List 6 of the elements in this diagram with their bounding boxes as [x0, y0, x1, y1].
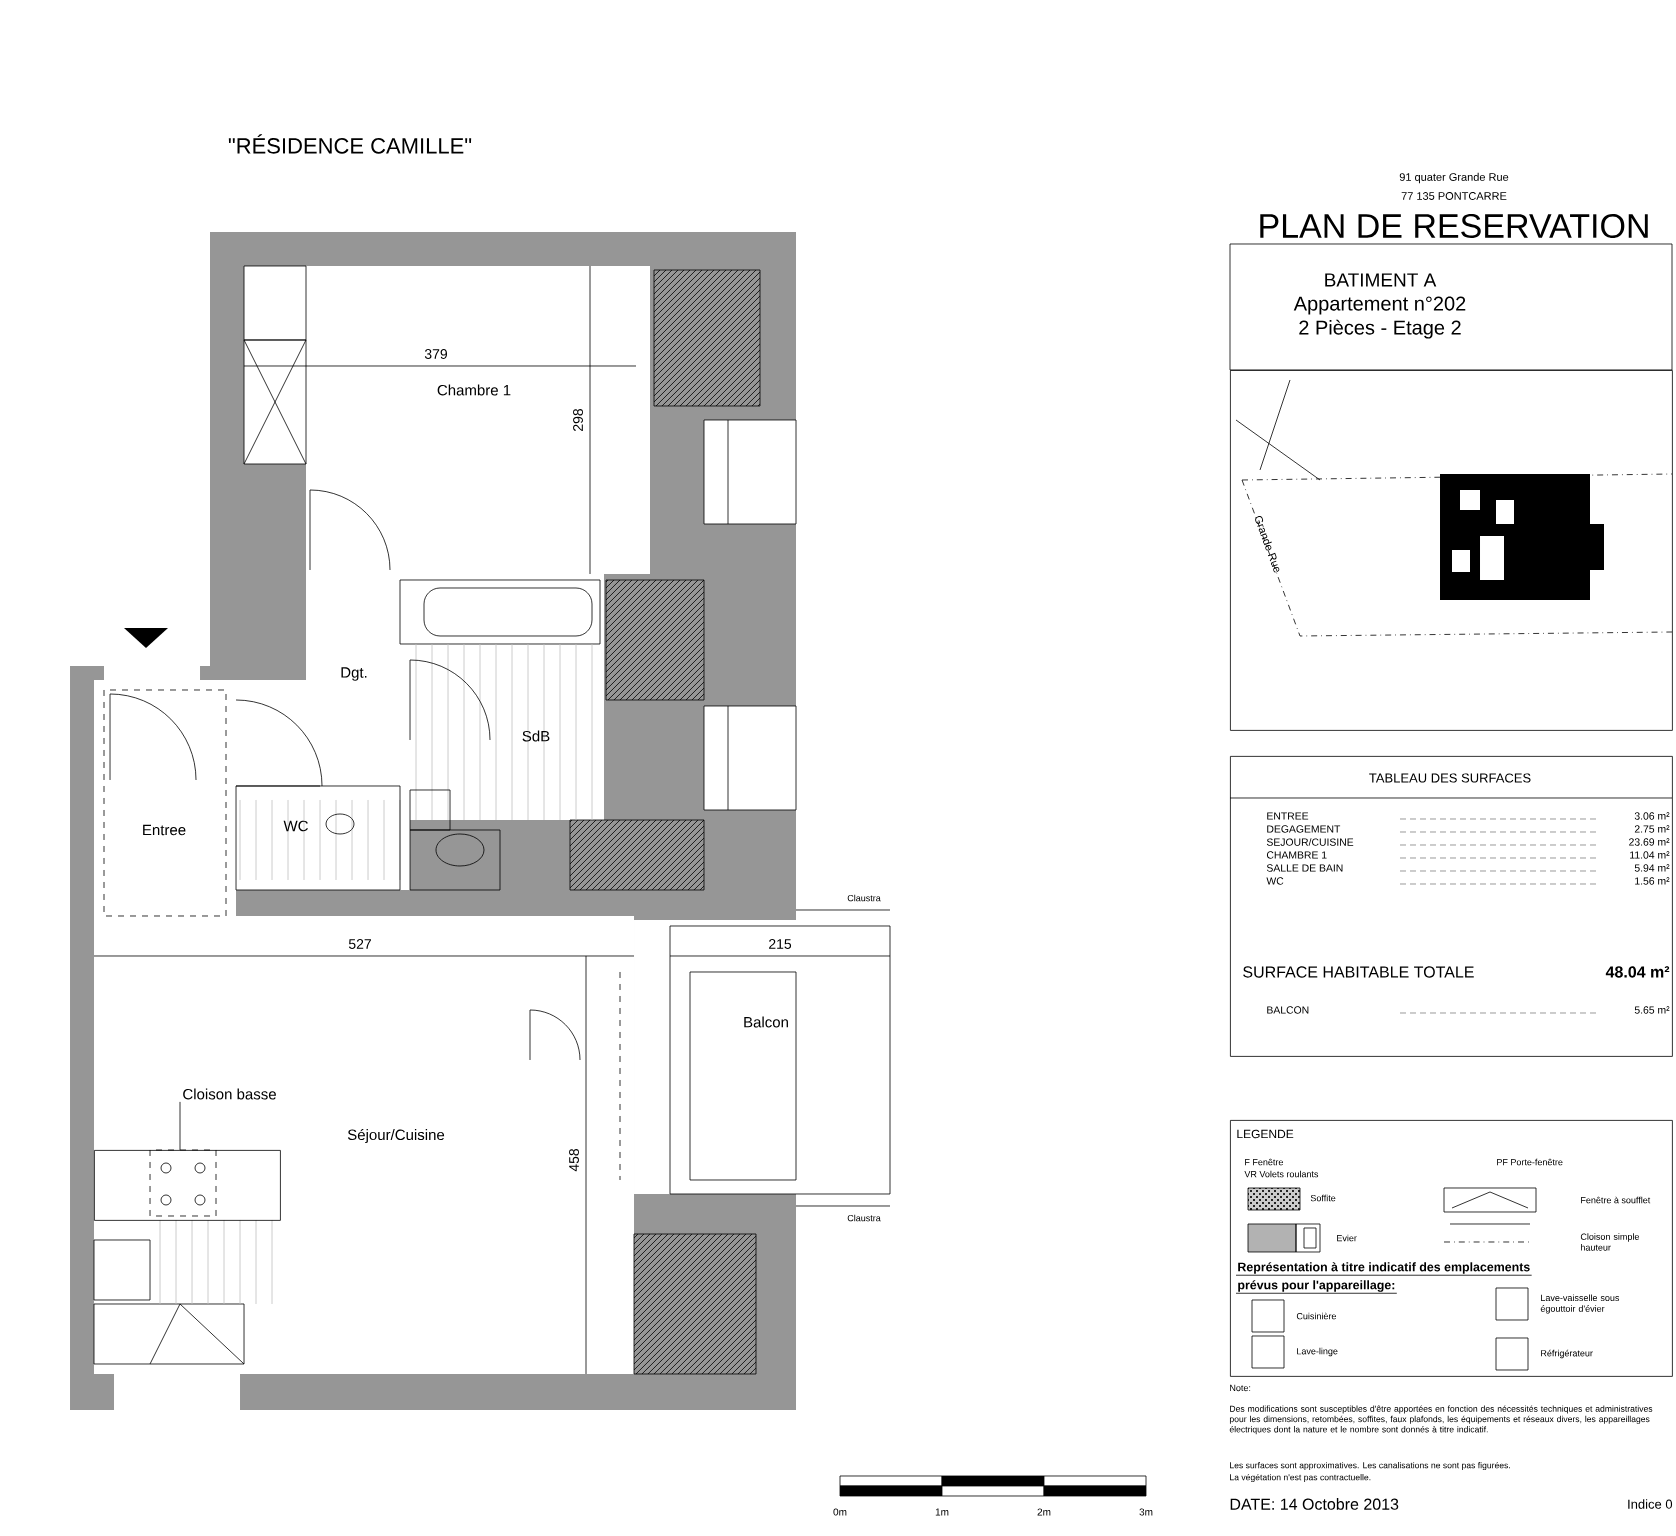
leader-line — [179, 1101, 181, 1151]
page-title: PLAN DE RESERVATION — [1260, 213, 1648, 239]
header-box: BATIMENT A Appartement n°202 2 Pièces - Etage 2 — [1229, 243, 1673, 371]
date-text: DATE: 14 Octobre 2013 — [1230, 1498, 1399, 1510]
residence-title: "RÉSIDENCE CAMILLE" — [228, 134, 472, 154]
kitchen-counter — [94, 1150, 281, 1221]
